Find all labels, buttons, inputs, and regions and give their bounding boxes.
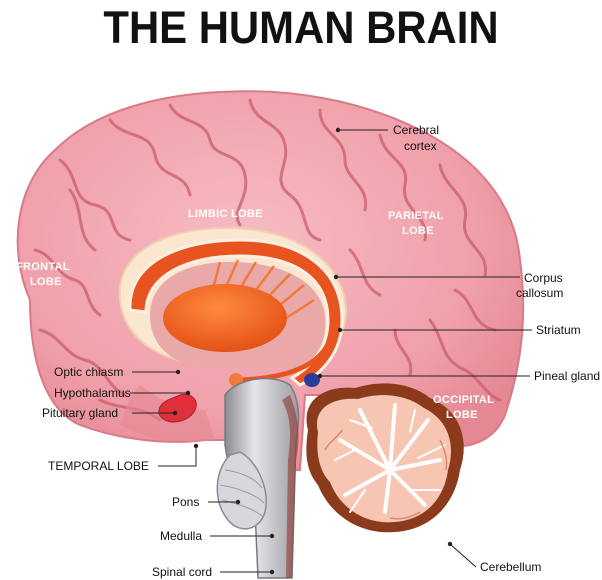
parietal-lobe-label-1: PARIETAL bbox=[388, 210, 444, 222]
thalamus bbox=[163, 284, 287, 352]
corpus-callosum-label-1: Corpus bbox=[524, 271, 563, 285]
pituitary-gland bbox=[158, 393, 197, 423]
leader-lines bbox=[130, 127, 532, 575]
cerebellum-label: Cerebellum bbox=[480, 560, 541, 574]
pineal-gland bbox=[304, 373, 320, 387]
limbic-lobe-label: LIMBIC LOBE bbox=[188, 208, 263, 220]
diagram-title: THE HUMAN BRAIN bbox=[103, 2, 499, 53]
optic-chiasm-label: Optic chiasm bbox=[54, 365, 123, 379]
cerebral-cortex-label-2: cortex bbox=[404, 139, 437, 153]
striatum-label: Striatum bbox=[536, 323, 581, 337]
parietal-lobe-label-2: LOBE bbox=[402, 225, 434, 237]
occipital-lobe-label-1: OCCIPITAL bbox=[433, 394, 494, 406]
frontal-lobe-label-1: FRONTAL bbox=[16, 261, 70, 273]
temporal-lobe-label: TEMPORAL LOBE bbox=[48, 459, 149, 473]
corpus-callosum bbox=[128, 238, 344, 387]
corpus-callosum-label-2: callosum bbox=[516, 286, 563, 300]
spinal-cord-label: Spinal cord bbox=[152, 565, 212, 579]
medulla-label: Medulla bbox=[160, 529, 202, 543]
cerebral-cortex-label-1: Cerebral bbox=[393, 123, 439, 137]
stem-shadow bbox=[282, 395, 299, 578]
pineal-gland-label: Pineal gland bbox=[534, 369, 600, 383]
occipital-lobe-label-2: LOBE bbox=[446, 409, 478, 421]
pituitary-gland-label: Pituitary gland bbox=[42, 406, 118, 420]
cerebellum bbox=[306, 383, 464, 533]
frontal-lobe-label-2: LOBE bbox=[30, 276, 62, 288]
cortex-folds bbox=[33, 98, 502, 422]
pons-lines bbox=[219, 469, 265, 517]
pons-label: Pons bbox=[172, 495, 199, 509]
hypothalamus-label: Hypothalamus bbox=[54, 386, 131, 400]
